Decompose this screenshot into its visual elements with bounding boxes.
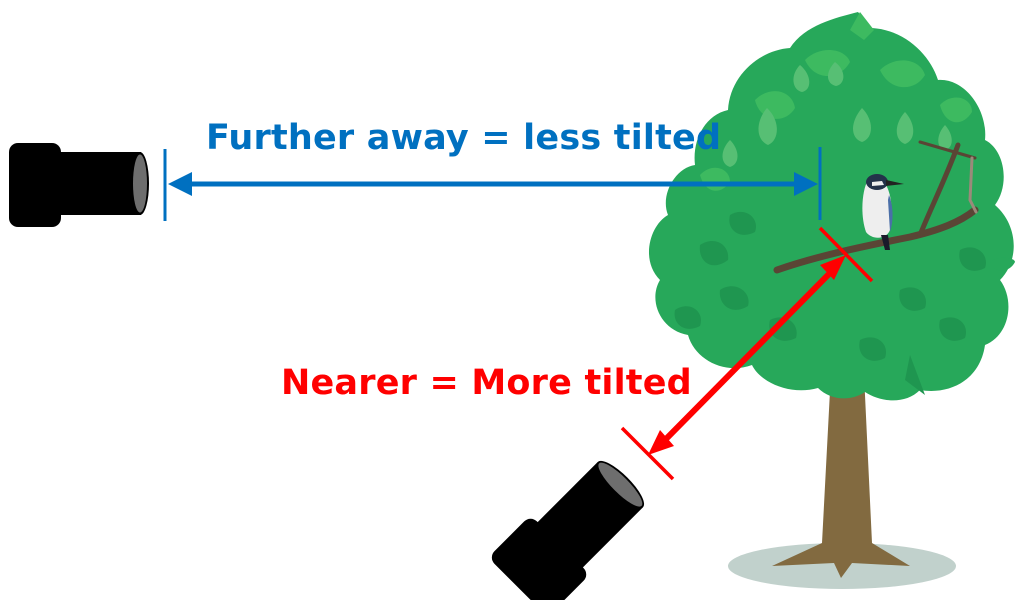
far-camera-icon: [9, 143, 149, 227]
branch: [773, 140, 979, 274]
near-label: Nearer = More tilted: [281, 363, 692, 403]
tree-foliage: [648, 12, 1015, 401]
kingfisher-bird: [862, 174, 904, 250]
near-camera-icon: [491, 460, 645, 600]
near-distance-arrow: [620, 226, 874, 481]
tree-trunk: [772, 332, 910, 578]
far-label: Further away = less tilted: [206, 118, 722, 158]
far-distance-arrow: [163, 147, 822, 221]
